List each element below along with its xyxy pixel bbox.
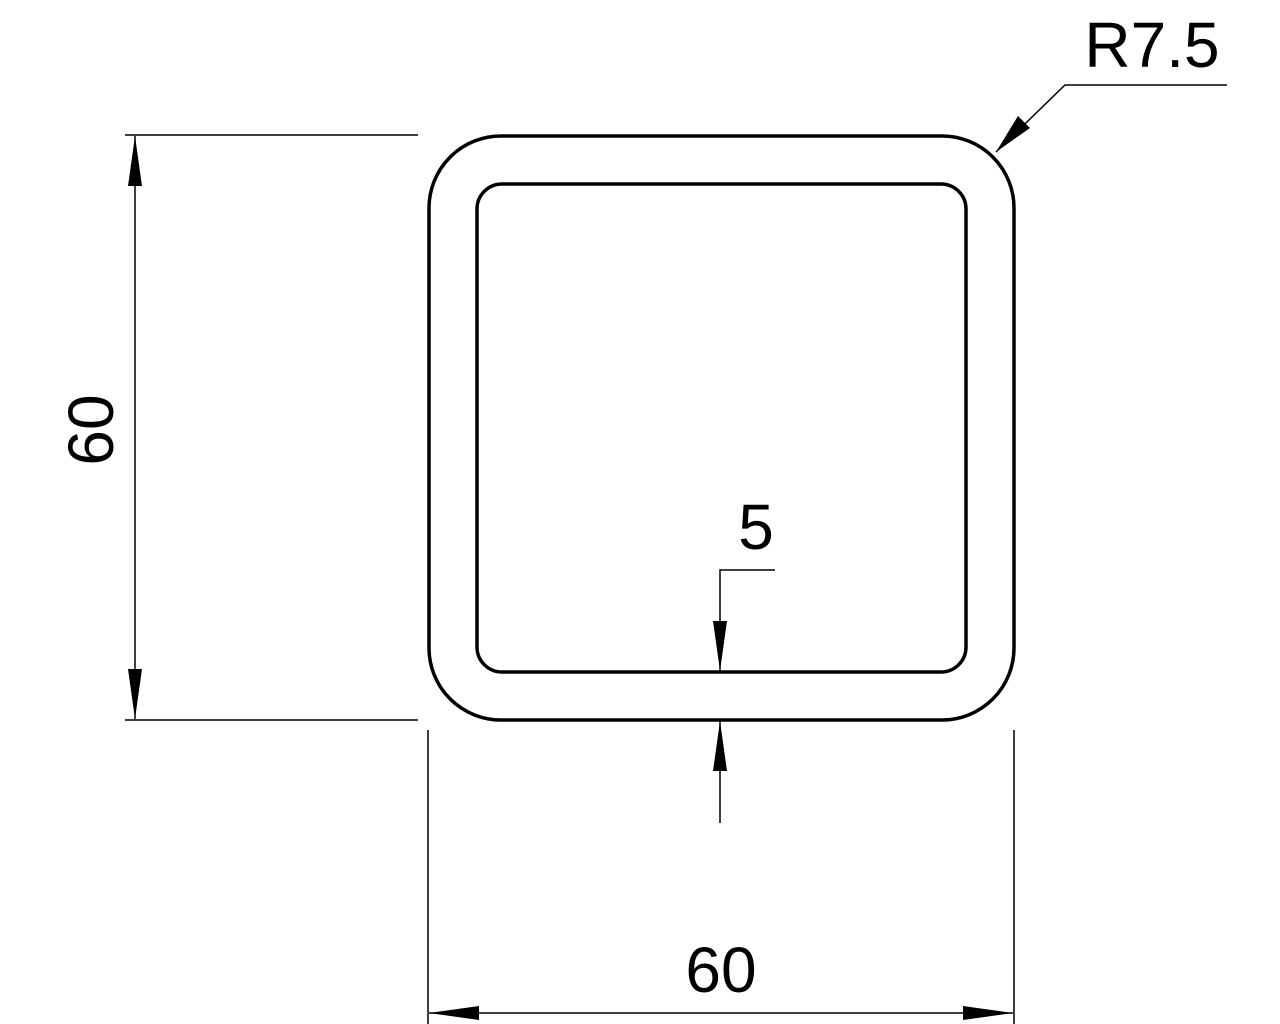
outer-profile <box>427 134 1016 722</box>
thickness-arrow-down <box>713 621 727 671</box>
radius-arrow <box>996 116 1030 152</box>
arrow-up <box>128 136 142 186</box>
arrow-left <box>429 1006 479 1020</box>
height-dimension-text: 60 <box>55 394 127 465</box>
thickness-leader-top <box>719 569 775 671</box>
radius-leader <box>995 84 1227 153</box>
thickness-arrow-up <box>713 721 727 771</box>
arrow-right <box>963 1006 1013 1020</box>
thickness-text: 5 <box>738 491 774 563</box>
arrow-down <box>128 669 142 719</box>
inner-profile <box>475 182 968 674</box>
radius-text: R7.5 <box>1084 9 1219 81</box>
width-dimension-text: 60 <box>685 934 756 1006</box>
